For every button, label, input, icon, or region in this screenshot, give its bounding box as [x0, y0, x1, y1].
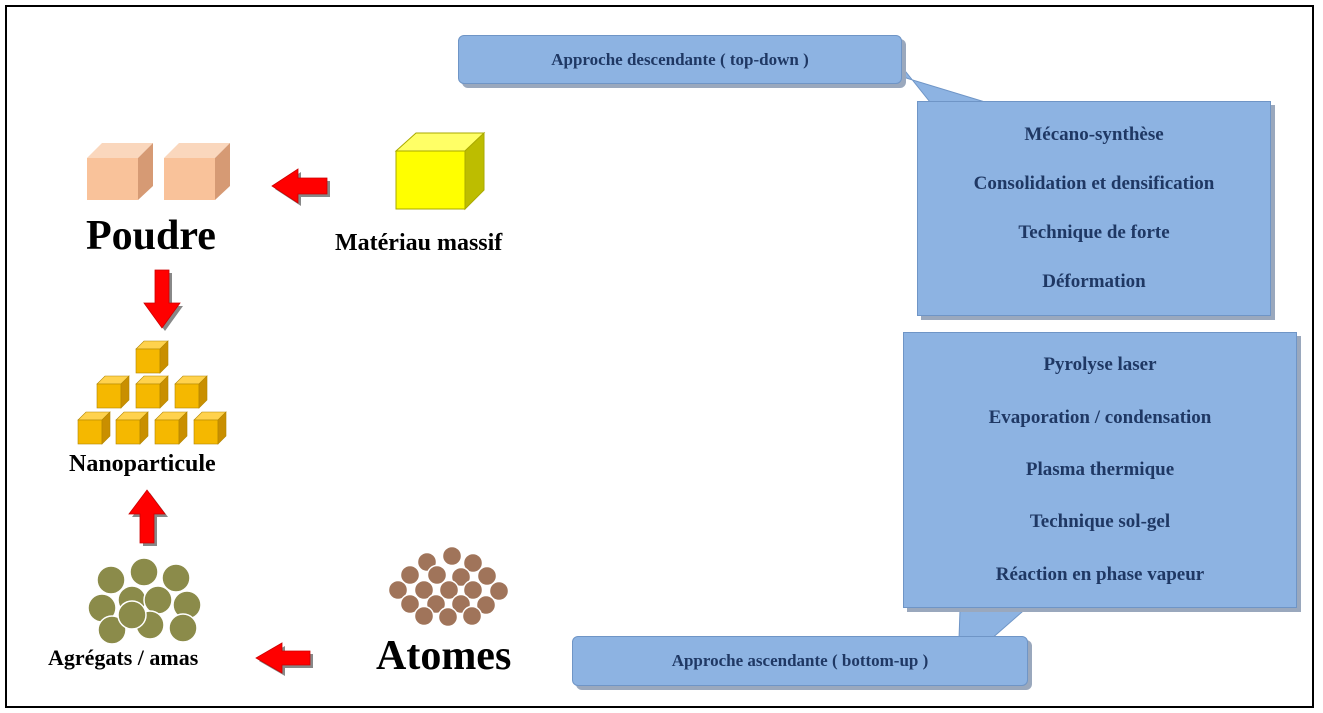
aggregate-sphere [97, 615, 127, 645]
bottom-up-item: Evaporation / condensation [988, 406, 1212, 428]
nano-cube [135, 375, 169, 409]
atom-sphere [441, 545, 463, 567]
atom-sphere [399, 564, 421, 586]
atom-sphere [387, 579, 409, 601]
atom-cluster-icon [387, 545, 510, 628]
atom-sphere [437, 606, 459, 628]
nano-cube [154, 411, 188, 445]
diagram-frame [5, 5, 1314, 708]
nano-cube [77, 411, 111, 445]
aggregate-sphere [143, 585, 173, 615]
bottom-up-item: Pyrolyse laser [1043, 354, 1157, 376]
top-down-callout-tail [897, 61, 986, 103]
atom-sphere [461, 605, 483, 627]
arrow-atomes-to-agregats [255, 642, 313, 676]
atom-sphere [450, 566, 472, 588]
atom-sphere [413, 579, 435, 601]
nano-cube [115, 411, 149, 445]
top-down-item: Technique de forte [1018, 222, 1170, 244]
atom-sphere [399, 593, 421, 615]
atom-sphere [462, 579, 484, 601]
nano-cube [174, 375, 208, 409]
label-poudre: Poudre [86, 213, 216, 259]
top-down-item: Consolidation et densification [973, 172, 1215, 194]
arrow-agregats-to-nano [128, 489, 168, 546]
atom-sphere [438, 579, 460, 601]
aggregate-sphere [129, 557, 159, 587]
atom-sphere [426, 564, 448, 586]
atom-sphere [475, 594, 497, 616]
top-down-title: Approche descendante ( top-down ) [551, 49, 809, 69]
arrow-poudre-to-nano [143, 269, 183, 331]
top-down-methods-box: Mécano-synthèse Consolidation et densifi… [917, 101, 1271, 316]
aggregate-spheres-icon [87, 557, 202, 645]
top-down-item: Déformation [1042, 271, 1146, 293]
bottom-up-item: Plasma thermique [1025, 458, 1175, 480]
bottom-up-title: Approche ascendante ( bottom-up ) [671, 651, 929, 670]
aggregate-sphere [117, 600, 147, 630]
arrow-massif-to-poudre [271, 168, 330, 206]
label-atomes: Atomes [376, 633, 512, 679]
label-agregats: Agrégats / amas [48, 645, 199, 670]
atom-sphere [425, 593, 447, 615]
top-down-callout: Approche descendante ( top-down ) [458, 35, 902, 84]
aggregate-sphere [168, 613, 198, 643]
powder-cubes-icon [87, 143, 230, 200]
top-down-item: Mécano-synthèse [1024, 123, 1164, 145]
atom-sphere [413, 605, 435, 627]
aggregate-sphere [161, 563, 191, 593]
bottom-up-item: Technique sol-gel [1029, 511, 1171, 533]
nanoparticle-pyramid-icon [77, 340, 227, 445]
atom-sphere [488, 580, 510, 602]
bottom-up-item: Réaction en phase vapeur [995, 563, 1205, 585]
atom-sphere [476, 565, 498, 587]
label-nanoparticule: Nanoparticule [69, 451, 216, 477]
atom-sphere [462, 552, 484, 574]
nano-cube [135, 340, 169, 374]
bottom-up-callout: Approche ascendante ( bottom-up ) [572, 636, 1028, 686]
massive-cube-icon [394, 131, 486, 211]
nano-cube [193, 411, 227, 445]
nano-cube [96, 375, 130, 409]
label-materiau-massif: Matériau massif [335, 230, 503, 256]
bottom-up-methods-box: Pyrolyse laser Evaporation / condensatio… [903, 332, 1297, 608]
aggregate-sphere [96, 565, 126, 595]
